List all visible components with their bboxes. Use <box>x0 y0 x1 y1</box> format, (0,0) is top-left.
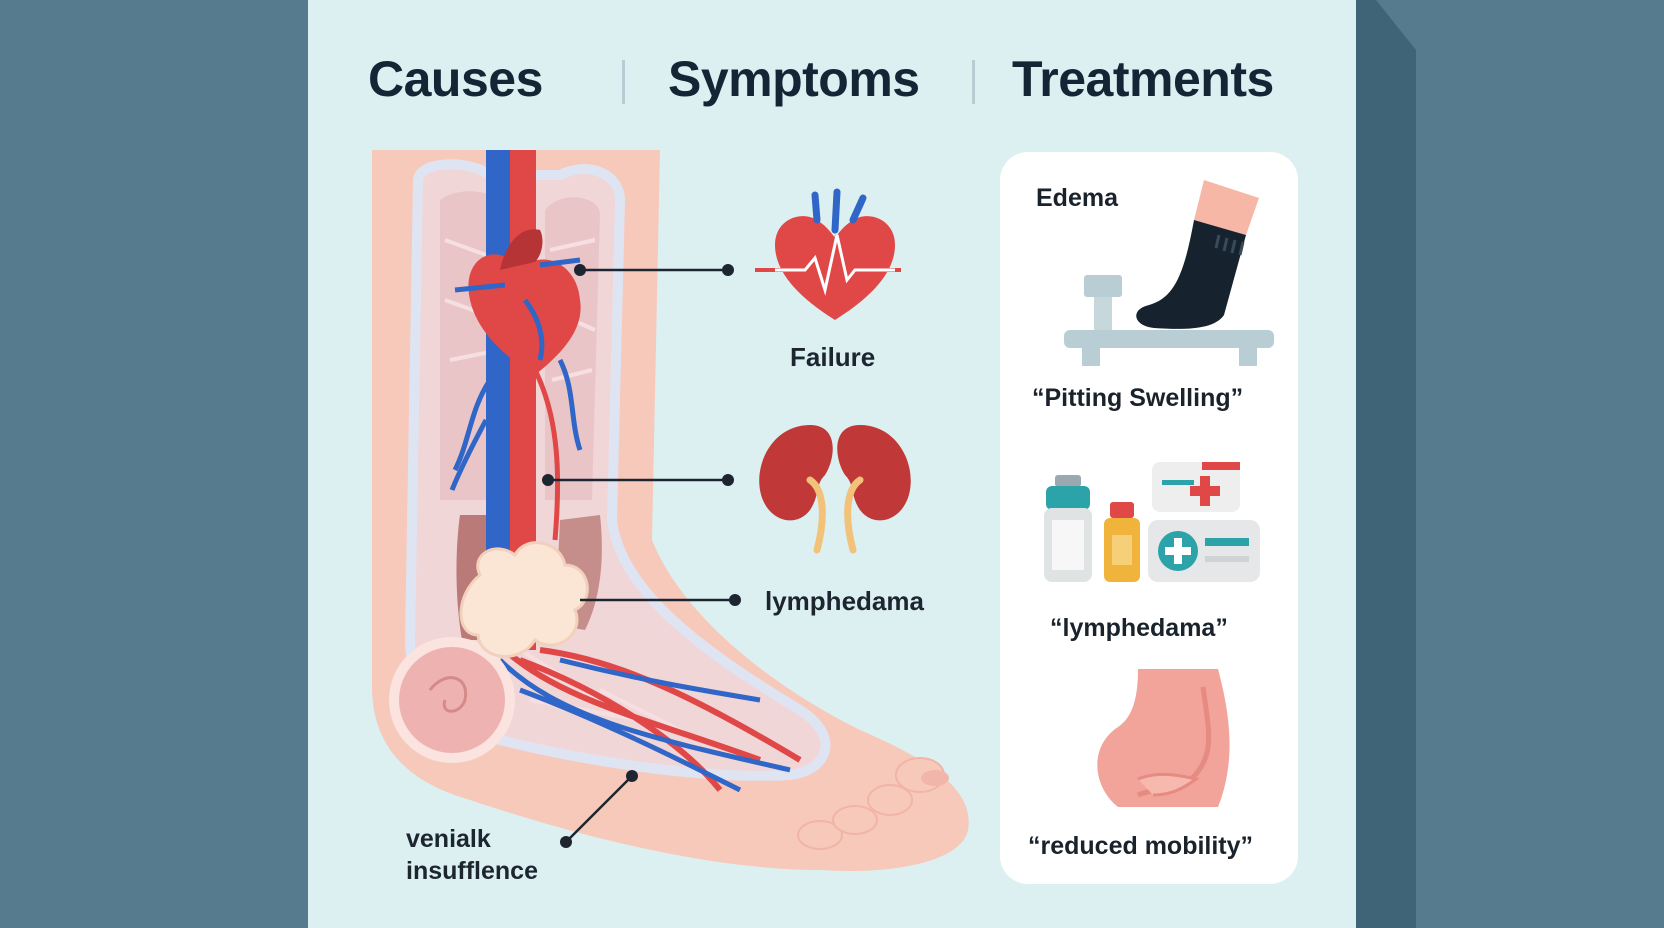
treatments-card-title: Edema <box>1036 184 1118 212</box>
background-edge-shade <box>1356 0 1416 928</box>
compression-sock-icon <box>1064 180 1274 366</box>
treatment-item-pitting-swelling: “Pitting Swelling” <box>1032 384 1244 412</box>
callout-lymphedema: lymphedama <box>765 586 924 616</box>
treatment-item-reduced-mobility: “reduced mobility” <box>1028 832 1254 860</box>
header-symptoms: Symptoms <box>668 51 920 107</box>
heart-icon <box>755 188 901 320</box>
callout-venous-line2: insufflence <box>406 857 538 885</box>
medication-icon <box>1044 462 1260 582</box>
header-separator-1 <box>622 60 625 104</box>
callout-venous-line1: venialk <box>406 825 491 853</box>
header-causes: Causes <box>368 51 543 107</box>
header-separator-2 <box>972 60 975 104</box>
treatments-card: Edema “Pitting Swelling” “lymphedama” <box>1000 152 1298 884</box>
callout-heart-failure: Failure <box>790 342 876 372</box>
leg-anatomy-illustration <box>371 150 969 871</box>
pregnancy-silhouette-icon <box>1097 669 1230 807</box>
header-treatments: Treatments <box>1012 51 1274 107</box>
treatment-item-lymphedema: “lymphedama” <box>1050 614 1228 642</box>
kidneys-icon <box>759 425 911 554</box>
